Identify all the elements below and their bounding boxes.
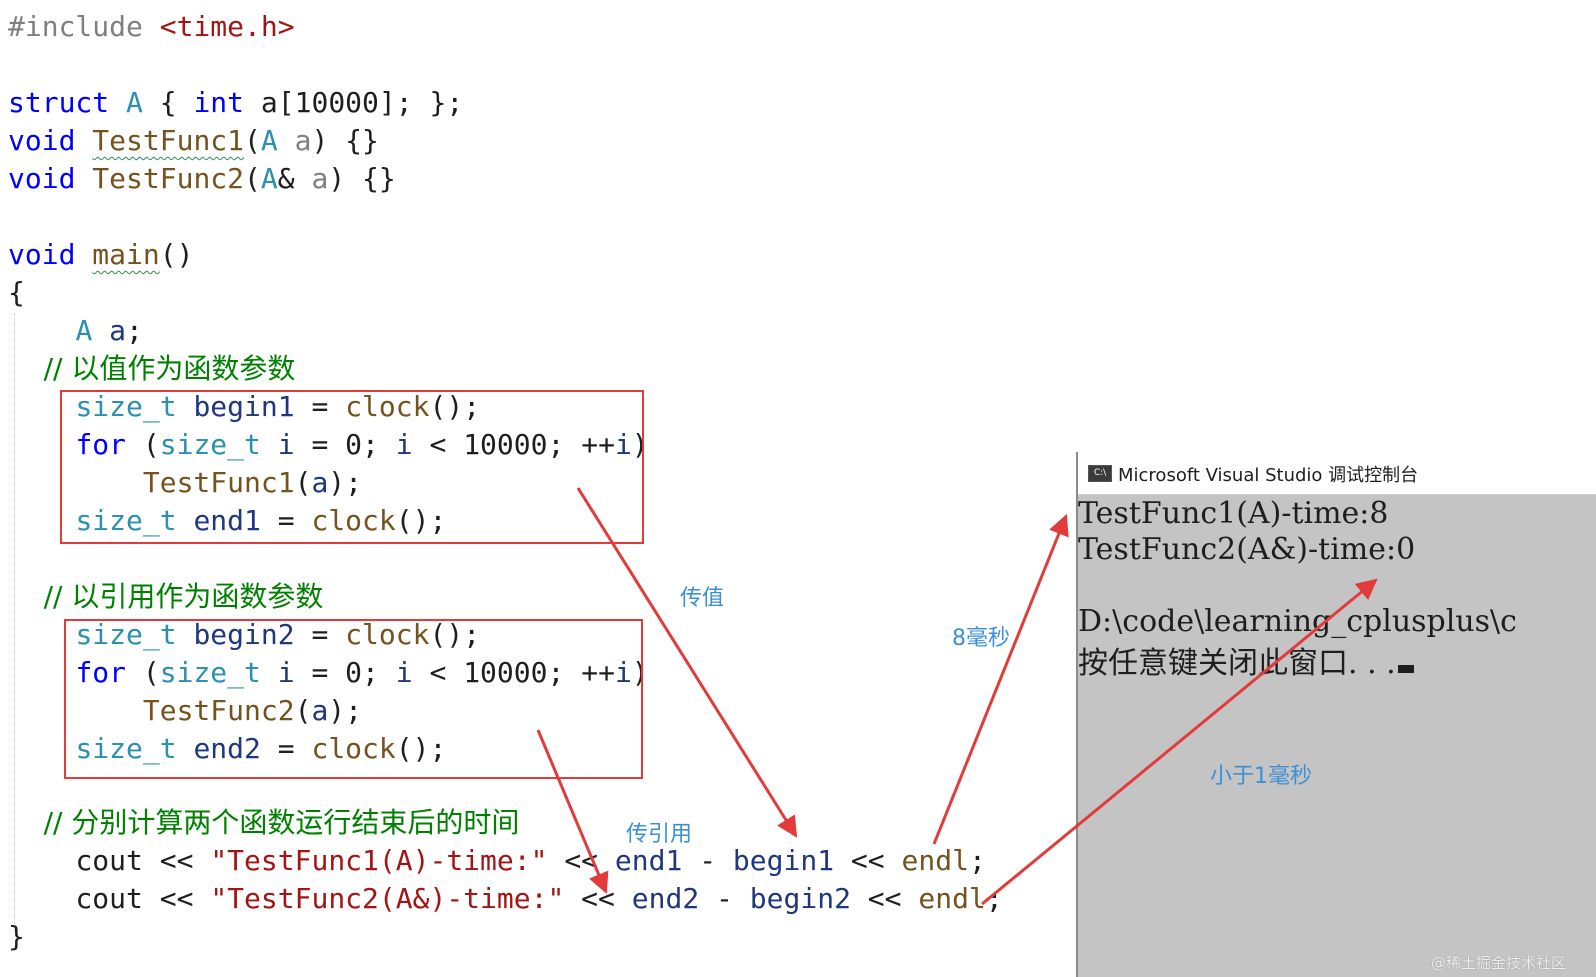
- annotation-less-than-1ms: 小于1毫秒: [1210, 764, 1312, 789]
- code-line-begin2: size_t begin2 = clock();: [75, 618, 481, 651]
- arrow-output2: [981, 578, 1378, 906]
- code-line-end1: size_t end1 = clock();: [75, 504, 447, 537]
- debug-console-window[interactable]: C:\ Microsoft Visual Studio 调试控制台 TestFu…: [1076, 452, 1596, 977]
- include-header: <time.h>: [159, 10, 295, 43]
- watermark: @稀土掘金技术社区: [1430, 954, 1566, 972]
- code-line-for2: for (size_t i = 0; i < 10000; ++i): [75, 656, 649, 689]
- console-title-bar[interactable]: C:\ Microsoft Visual Studio 调试控制台: [1078, 452, 1596, 495]
- indent-guide: [14, 314, 15, 932]
- console-output-line-1: TestFunc1(A)-time:8: [1078, 496, 1389, 531]
- console-cursor: [1397, 665, 1414, 673]
- code-line-var-decl: A a;: [75, 314, 143, 347]
- console-output-line-3: D:\code\learning_cplusplus\c: [1078, 604, 1517, 639]
- annotation-pass-by-value: 传值: [680, 586, 725, 611]
- code-line-call1: TestFunc1(a);: [142, 466, 363, 499]
- code-line-cout1: cout << "TestFunc1(A)-time:" << end1 - b…: [75, 844, 986, 877]
- code-comment-by-value: // 以值作为函数参数: [43, 352, 296, 385]
- code-comment-calc: // 分别计算两个函数运行结束后的时间: [43, 806, 520, 839]
- console-app-icon: C:\: [1088, 465, 1112, 482]
- code-line-for1: for (size_t i = 0; i < 10000; ++i): [75, 428, 649, 461]
- arrow-func1-to-end1: [576, 487, 798, 838]
- highlight-box-by-ref: [64, 619, 643, 779]
- highlight-box-by-value: [60, 390, 644, 544]
- code-line-cout2: cout << "TestFunc2(A&)-time:" << end2 - …: [75, 882, 1003, 915]
- console-output-line-4: 按任意键关闭此窗口. . .: [1078, 638, 1414, 682]
- code-line-struct: struct A { int a[10000]; };: [8, 86, 464, 119]
- code-line-end2: size_t end2 = clock();: [75, 732, 447, 765]
- code-line-main: void main(): [8, 238, 194, 271]
- annotation-pass-by-ref: 传引用: [626, 822, 693, 847]
- code-line-open-brace: {: [8, 276, 25, 309]
- console-output-line-2: TestFunc2(A&)-time:0: [1078, 532, 1416, 567]
- arrow-output1: [932, 514, 1069, 845]
- code-line-begin1: size_t begin1 = clock();: [75, 390, 481, 423]
- annotation-eight-ms: 8毫秒: [952, 626, 1010, 651]
- console-title: Microsoft Visual Studio 调试控制台: [1118, 465, 1419, 486]
- code-line-close-brace: }: [8, 920, 25, 953]
- code-line-func2-decl: void TestFunc2(A& a) {}: [8, 162, 396, 195]
- arrow-func2-to-end2: [536, 729, 609, 894]
- code-line-call2: TestFunc2(a);: [142, 694, 363, 727]
- code-comment-by-ref: // 以引用作为函数参数: [43, 580, 324, 613]
- include-directive: #include: [8, 10, 143, 43]
- code-line-include: #include <time.h>: [8, 8, 295, 46]
- code-line-func1-decl: void TestFunc1(A a) {}: [8, 124, 379, 157]
